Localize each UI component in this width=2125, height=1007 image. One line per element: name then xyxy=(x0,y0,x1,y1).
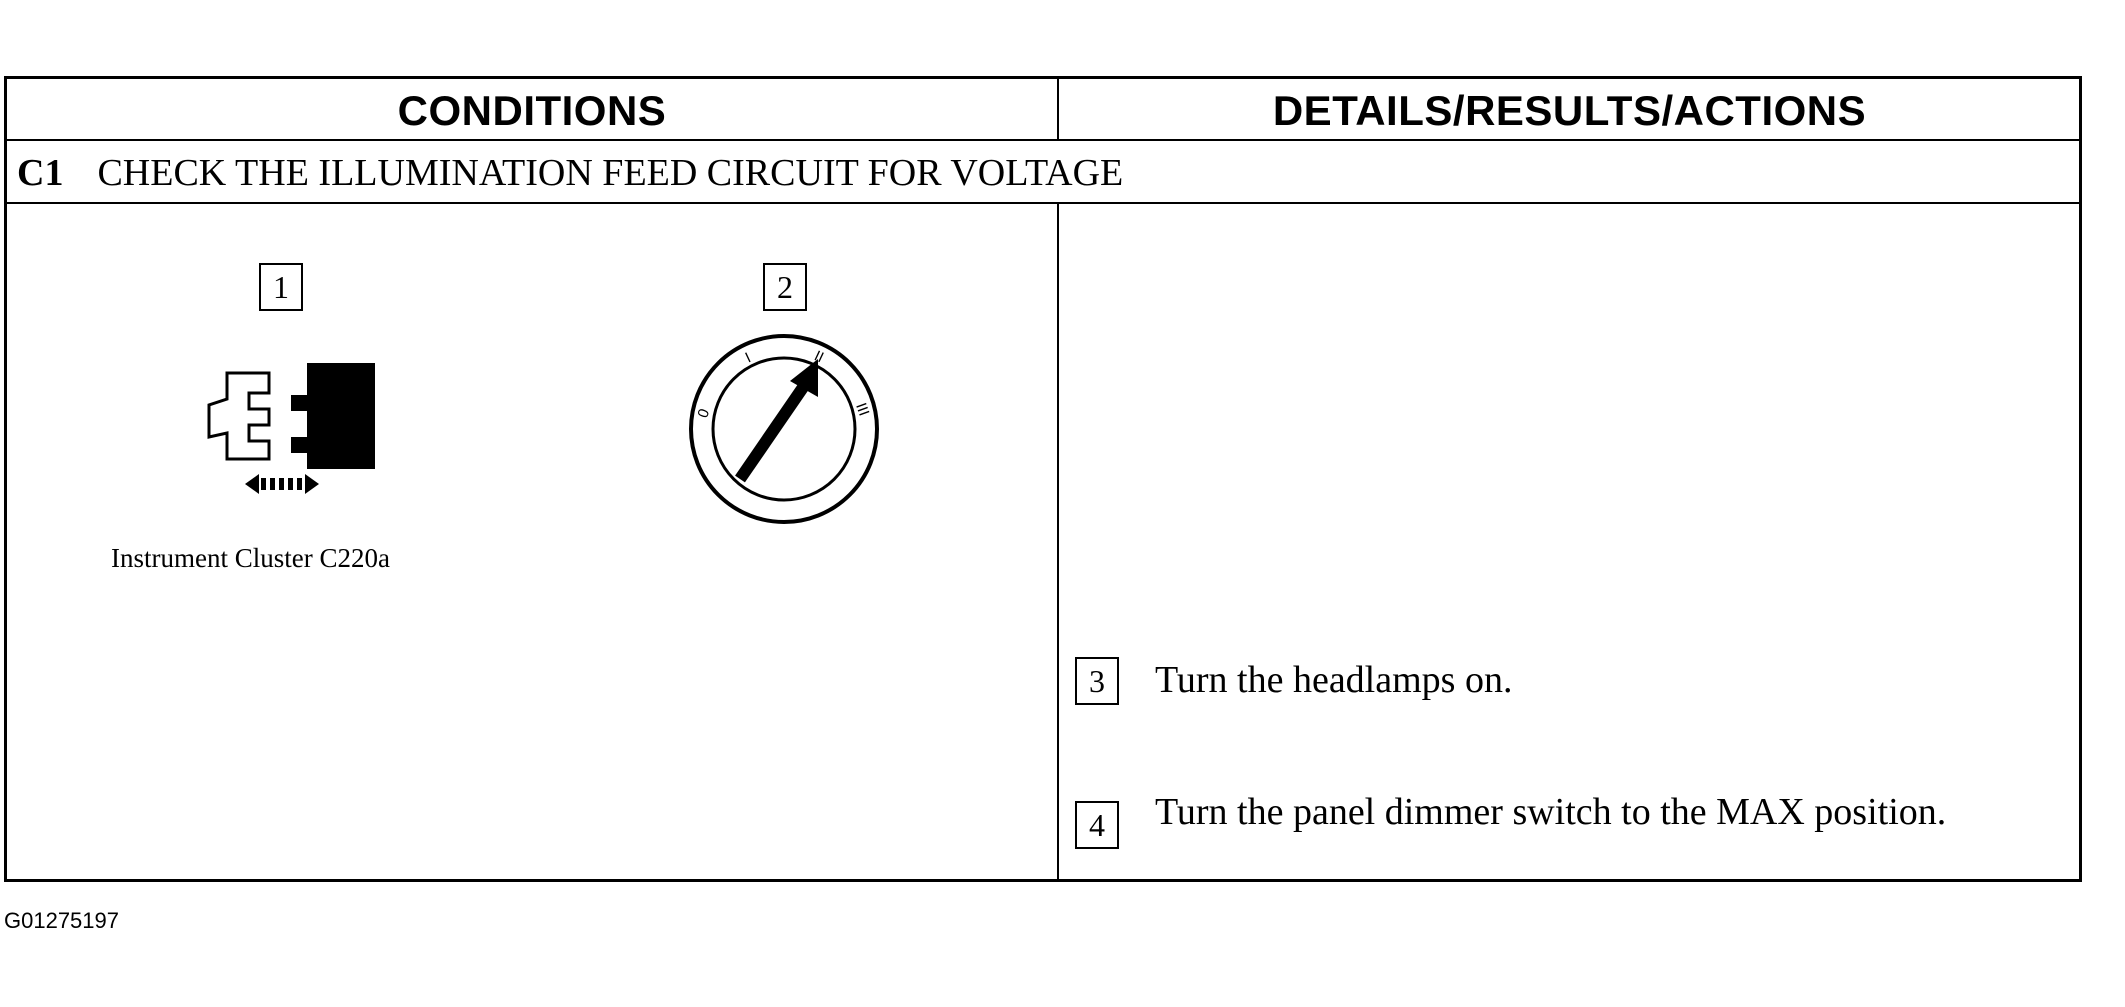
action-number-4: 4 xyxy=(1075,801,1119,849)
action-text-4: Turn the panel dimmer switch to the MAX … xyxy=(1155,791,1947,833)
conditions-header: CONDITIONS xyxy=(397,87,667,134)
dial-mark-3: III xyxy=(852,401,872,419)
step-divider xyxy=(7,202,2079,204)
action-number-3: 3 xyxy=(1075,657,1119,705)
connector-caption: Instrument Cluster C220a xyxy=(111,543,390,573)
step-title: CHECK THE ILLUMINATION FEED CIRCUIT FOR … xyxy=(97,152,1124,194)
figure-code: G01275197 xyxy=(4,908,119,933)
details-header: DETAILS/RESULTS/ACTIONS xyxy=(1272,87,1867,134)
header-divider xyxy=(7,139,2079,141)
dial-mark-1: I xyxy=(743,349,754,366)
connector-icon xyxy=(207,363,375,494)
figure-number-1: 1 xyxy=(259,263,303,311)
step-id: C1 xyxy=(17,152,64,194)
action-text-3: Turn the headlamps on. xyxy=(1155,659,1513,701)
header-column-divider xyxy=(1057,79,1059,139)
ignition-switch-icon: 0 I II III xyxy=(689,334,879,524)
body-column-divider xyxy=(1057,202,1059,879)
step-title-row: C1 CHECK THE ILLUMINATION FEED CIRCUIT FO… xyxy=(17,151,1123,195)
diagnostic-table: CONDITIONS DETAILS/RESULTS/ACTIONS C1 CHE… xyxy=(4,76,2082,882)
figure-number-2: 2 xyxy=(763,263,807,311)
